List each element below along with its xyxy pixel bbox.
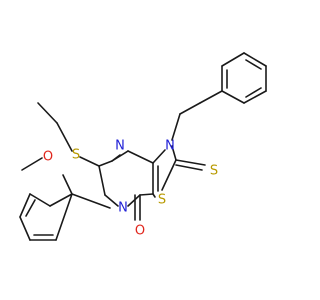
atom-n-ring1-bottom: N — [118, 201, 128, 216]
atom-s-ethyl: S — [72, 148, 80, 163]
atom-n-ring1-top: N — [115, 139, 125, 154]
atom-n-ring2: N — [165, 139, 175, 154]
atom-s-ring: S — [158, 193, 166, 208]
molecule-diagram: N N N S S S O O — [19, 52, 267, 241]
atom-s-thione: S — [210, 164, 218, 179]
atom-o-carbonyl: O — [135, 224, 145, 239]
atom-o-methoxy: O — [43, 150, 53, 165]
bond-lines — [19, 52, 267, 241]
